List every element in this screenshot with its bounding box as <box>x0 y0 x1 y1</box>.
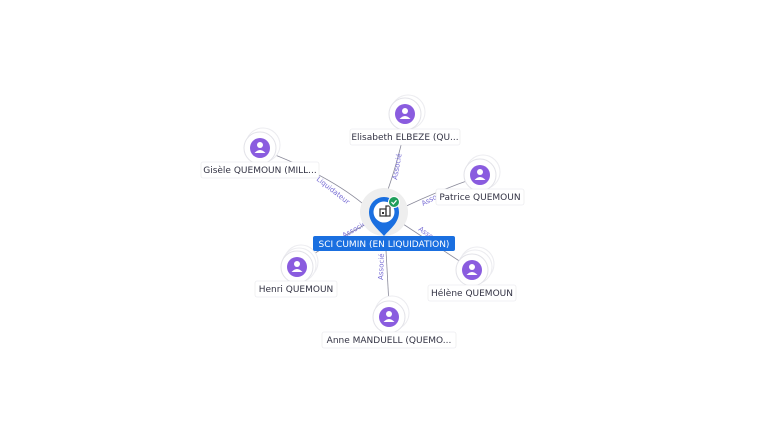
edge-label-elisabeth: Associé <box>391 153 403 180</box>
person-label: Elisabeth ELBEZE (QU... <box>351 133 458 143</box>
person-node-elisabeth[interactable]: Elisabeth ELBEZE (QU... <box>349 94 461 146</box>
company-node[interactable]: SCI CUMIN (EN LIQUIDATION) <box>313 188 455 251</box>
person-node-patrice[interactable]: Patrice QUEMOUN <box>435 154 525 206</box>
person-label: Henri QUEMOUN <box>259 285 334 295</box>
person-node-henri[interactable]: Henri QUEMOUN <box>254 244 338 298</box>
person-label: Anne MANDUELL (QUEMO... <box>327 336 452 346</box>
company-label-box <box>313 236 455 251</box>
check-icon <box>388 196 400 208</box>
edge-gisele <box>261 149 369 209</box>
person-node-anne[interactable]: Anne MANDUELL (QUEMO... <box>321 295 457 349</box>
person-label: Hélène QUEMOUN <box>431 288 513 299</box>
person-node-gisele[interactable]: Gisèle QUEMOUN (MILL... <box>200 127 320 179</box>
edge-label-anne: Associé <box>377 253 386 280</box>
person-node-helene[interactable]: Hélène QUEMOUN <box>427 246 517 302</box>
person-label: Gisèle QUEMOUN (MILL... <box>203 165 317 176</box>
company-label: SCI CUMIN (EN LIQUIDATION) <box>319 240 450 250</box>
building-icon <box>379 205 391 217</box>
person-label: Patrice QUEMOUN <box>439 193 520 203</box>
